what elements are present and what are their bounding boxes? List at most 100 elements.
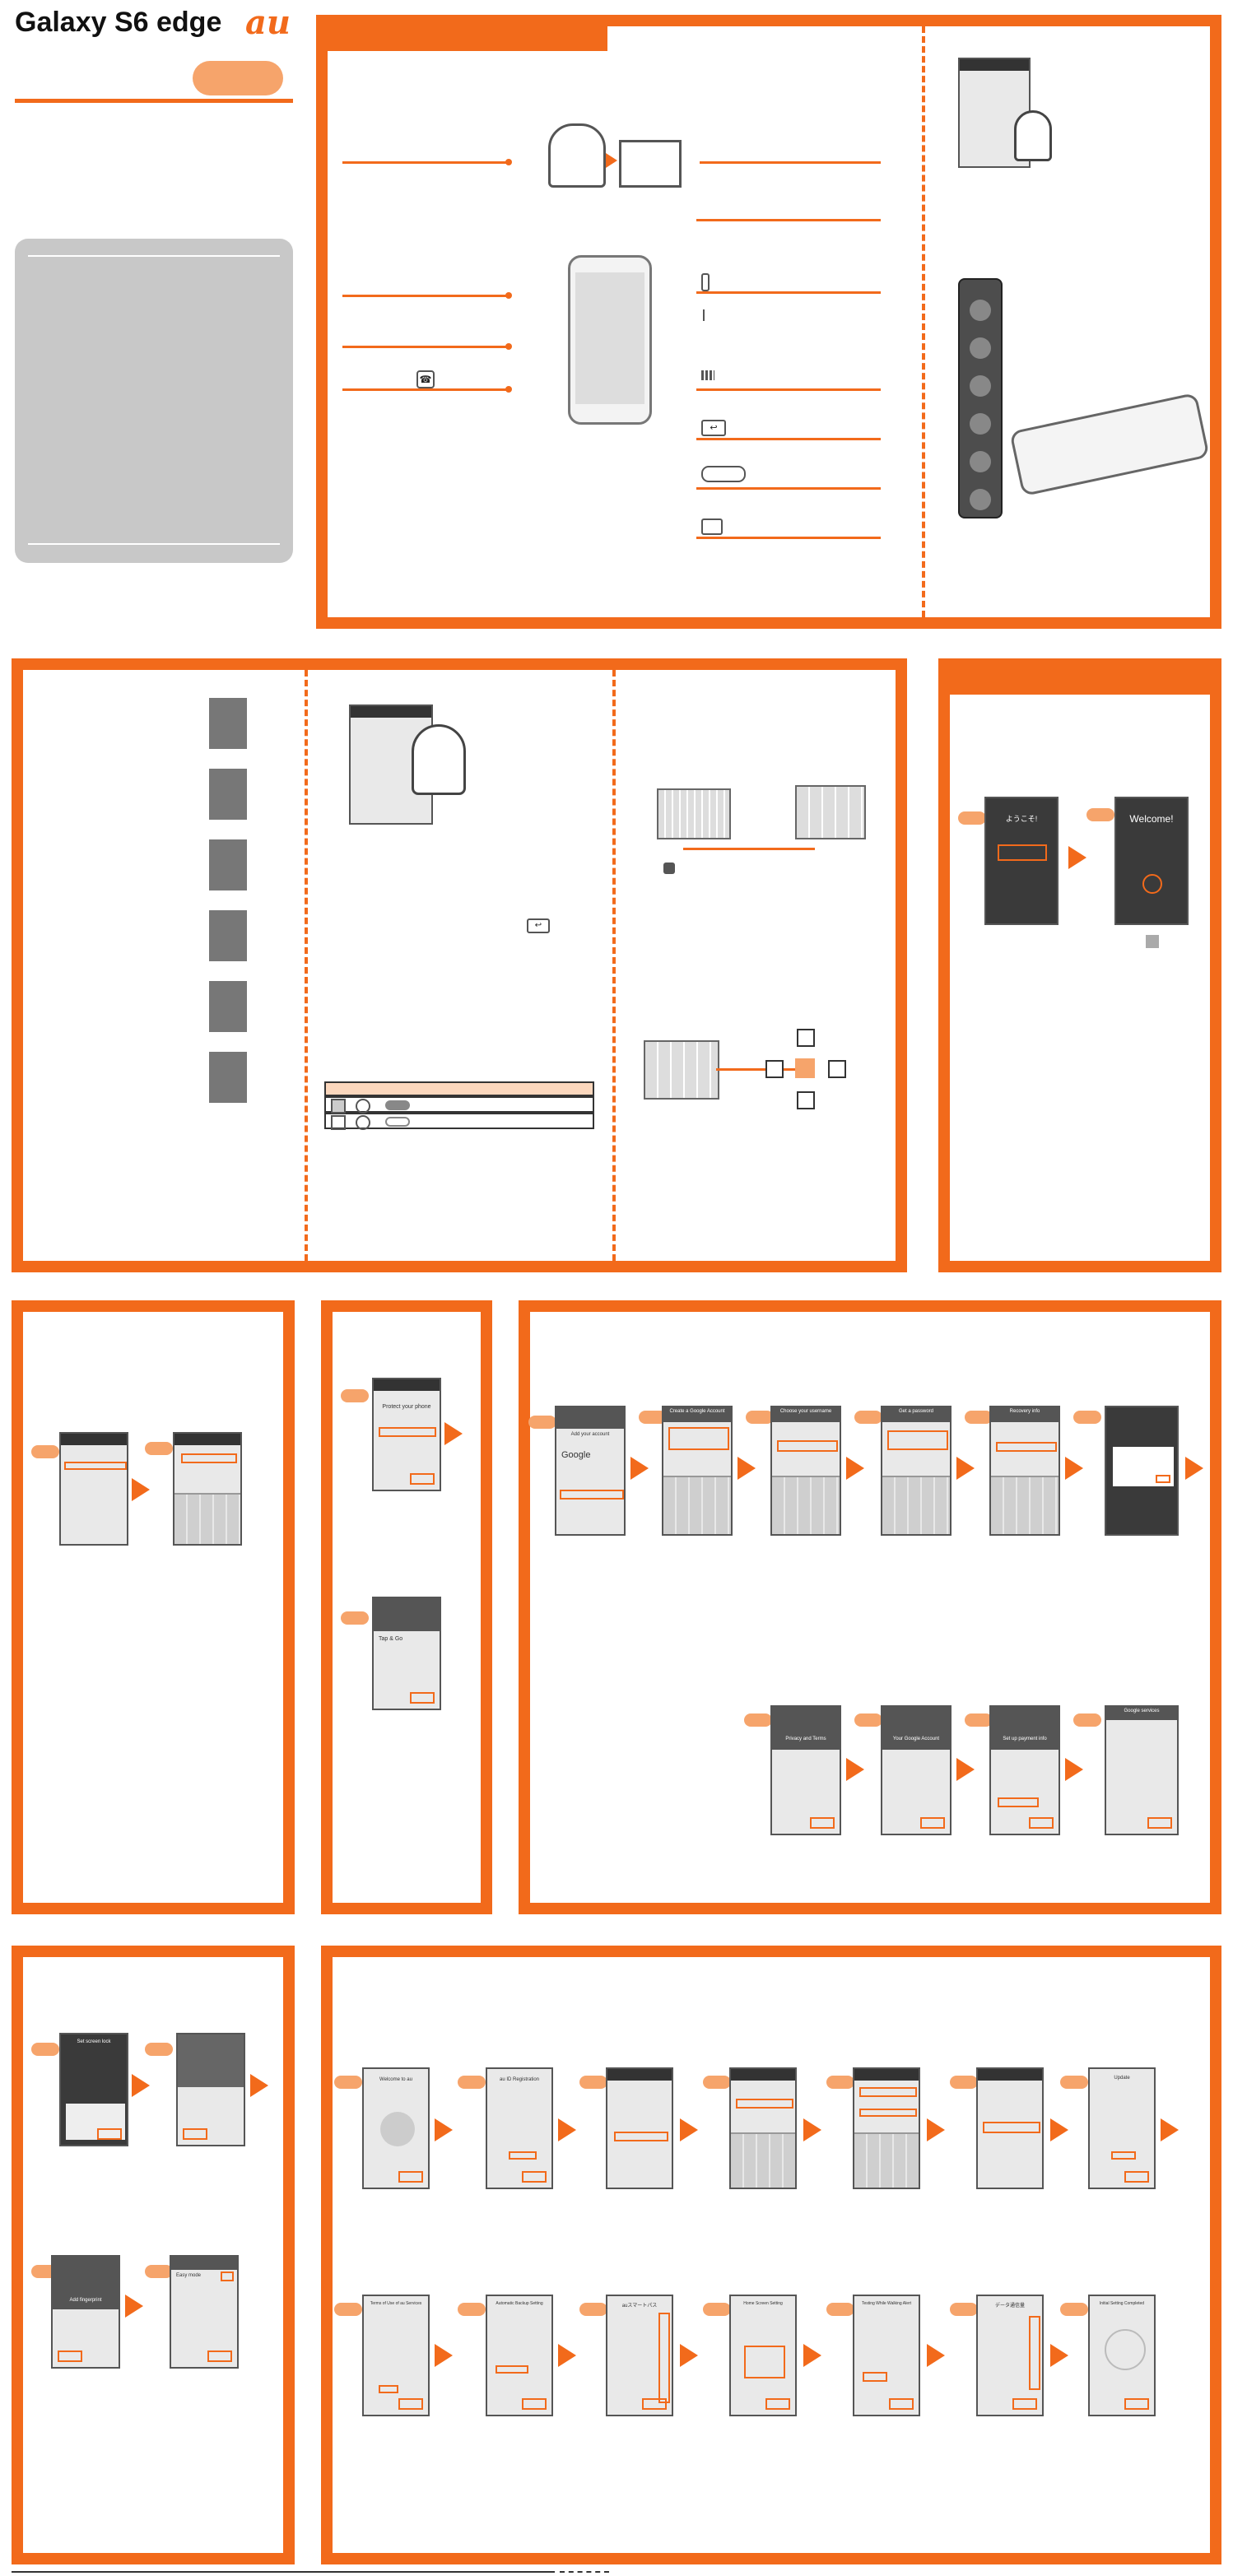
radio-button[interactable] bbox=[356, 1115, 370, 1130]
toggle-switch[interactable] bbox=[385, 1117, 410, 1127]
next-arrow bbox=[1185, 1457, 1203, 1480]
callout-line bbox=[696, 219, 881, 221]
sim-tool-illustration bbox=[548, 123, 606, 188]
callout-dot bbox=[505, 159, 512, 165]
wifi-password-shot bbox=[173, 1432, 242, 1546]
callout-line bbox=[700, 161, 881, 164]
gesture-tap bbox=[209, 698, 247, 749]
vertical-bar-icon bbox=[701, 273, 710, 291]
terms-shot: Terms of Use of au Services bbox=[362, 2295, 430, 2416]
callout-line bbox=[696, 537, 881, 539]
step-marker bbox=[958, 811, 986, 825]
intro-panel-rule-bottom bbox=[28, 543, 280, 545]
callout-line bbox=[696, 291, 881, 294]
payment-info-title: Set up payment info bbox=[1003, 1737, 1047, 1741]
flick-center-key bbox=[795, 1058, 815, 1078]
next-arrow bbox=[558, 2344, 576, 2367]
callout-dot bbox=[505, 292, 512, 299]
step-marker bbox=[639, 1411, 667, 1424]
add-fingerprint-shot: Add fingerprint bbox=[51, 2255, 120, 2369]
footer-rule bbox=[12, 2571, 555, 2573]
welcome-au-shot: Welcome to au bbox=[362, 2067, 430, 2189]
au-login-shot bbox=[606, 2067, 673, 2189]
walking-alert-title: Testing While Walking Alert bbox=[861, 2301, 912, 2306]
privacy-terms-title: Privacy and Terms bbox=[785, 1737, 826, 1741]
au-password-shot bbox=[853, 2067, 920, 2189]
home-key-icon bbox=[701, 466, 746, 482]
next-arrow bbox=[125, 2295, 143, 2318]
tap-go-title: Tap & Go bbox=[379, 1636, 403, 1642]
phone-screen bbox=[575, 272, 644, 404]
step-marker bbox=[1060, 2076, 1088, 2089]
step-marker bbox=[579, 2303, 607, 2316]
header-rule bbox=[15, 99, 293, 103]
create-account-shot: Create a Google Account bbox=[662, 1406, 733, 1536]
welcome-shot-jp: ようこそ! bbox=[984, 797, 1059, 925]
get-password-title: Get a password bbox=[898, 1409, 934, 1414]
recovery-info-title: Recovery info bbox=[1009, 1409, 1040, 1414]
step-marker bbox=[579, 2076, 607, 2089]
google-logo: Google bbox=[561, 1450, 591, 1460]
qwerty-keyboard bbox=[657, 788, 731, 839]
get-password-shot: Get a password bbox=[881, 1406, 952, 1536]
gear-icon bbox=[663, 863, 675, 874]
home-screen-title: Home Screen Setting bbox=[743, 2301, 783, 2306]
back-key-icon: ↩ bbox=[701, 420, 726, 436]
protect-phone-shot: Protect your phone bbox=[372, 1378, 441, 1491]
next-arrow bbox=[1050, 2344, 1068, 2367]
callout-line bbox=[696, 438, 881, 440]
basics-divider-1 bbox=[305, 670, 308, 1261]
step-marker bbox=[341, 1611, 369, 1625]
step-marker bbox=[145, 2043, 173, 2056]
toggle-switch[interactable] bbox=[385, 1100, 410, 1110]
accessibility-icon bbox=[1146, 935, 1159, 948]
parts-banner bbox=[316, 15, 607, 51]
confirm-dialog-shot bbox=[1105, 1406, 1179, 1536]
your-account-shot: Your Google Account bbox=[881, 1705, 952, 1835]
step-marker bbox=[950, 2303, 978, 2316]
wifi-frame bbox=[12, 1300, 295, 1914]
gesture-pinch bbox=[209, 839, 247, 890]
next-arrow bbox=[435, 2344, 453, 2367]
checkbox[interactable] bbox=[331, 1115, 346, 1130]
next-arrow bbox=[1161, 2118, 1179, 2141]
step-marker bbox=[1060, 2303, 1088, 2316]
easy-mode-shot: Easy mode bbox=[170, 2255, 239, 2369]
step-marker bbox=[1086, 808, 1114, 821]
next-arrow bbox=[1050, 2118, 1068, 2141]
next-arrow bbox=[435, 2118, 453, 2141]
footer-rule-dashed bbox=[560, 2571, 609, 2573]
unlock-method-title: Set screen lock bbox=[77, 2039, 111, 2044]
radio-button[interactable] bbox=[356, 1099, 370, 1114]
flick-up-key bbox=[797, 1029, 815, 1047]
au-confirm-shot bbox=[976, 2067, 1044, 2189]
welcome-frame bbox=[938, 658, 1221, 1272]
walking-alert-shot: Testing While Walking Alert bbox=[853, 2295, 920, 2416]
gesture-long-press bbox=[209, 769, 247, 820]
wifi-list-shot bbox=[59, 1432, 128, 1546]
au-apps-title: auスマートパス bbox=[621, 2304, 658, 2309]
next-arrow bbox=[680, 2344, 698, 2367]
au-apps-shot: auスマートパス bbox=[606, 2295, 673, 2416]
gesture-flick bbox=[209, 1052, 247, 1103]
next-arrow bbox=[803, 2118, 821, 2141]
parts-divider bbox=[922, 26, 925, 617]
complete-title: Initial Setting Completed bbox=[1099, 2301, 1145, 2306]
create-account-title: Create a Google Account bbox=[669, 1409, 725, 1414]
flick-keyboard-2 bbox=[644, 1040, 719, 1100]
next-arrow bbox=[444, 1422, 463, 1445]
welcome-en-title: Welcome! bbox=[1129, 813, 1174, 825]
brand-title: Galaxy S6 edge bbox=[15, 7, 222, 38]
intro-gray-panel bbox=[15, 239, 293, 563]
next-arrow bbox=[956, 1457, 975, 1480]
au-setup-frame bbox=[321, 1946, 1221, 2564]
step-marker bbox=[703, 2076, 731, 2089]
step-marker bbox=[965, 1411, 993, 1424]
basics-divider-2 bbox=[612, 670, 616, 1261]
edge-side-view bbox=[958, 278, 1003, 518]
au-id-shot: au ID Registration bbox=[486, 2067, 553, 2189]
step-marker bbox=[458, 2303, 486, 2316]
gesture-swipe bbox=[209, 910, 247, 961]
welcome-jp-title: ようこそ! bbox=[1005, 815, 1038, 823]
checkbox[interactable] bbox=[331, 1099, 346, 1114]
